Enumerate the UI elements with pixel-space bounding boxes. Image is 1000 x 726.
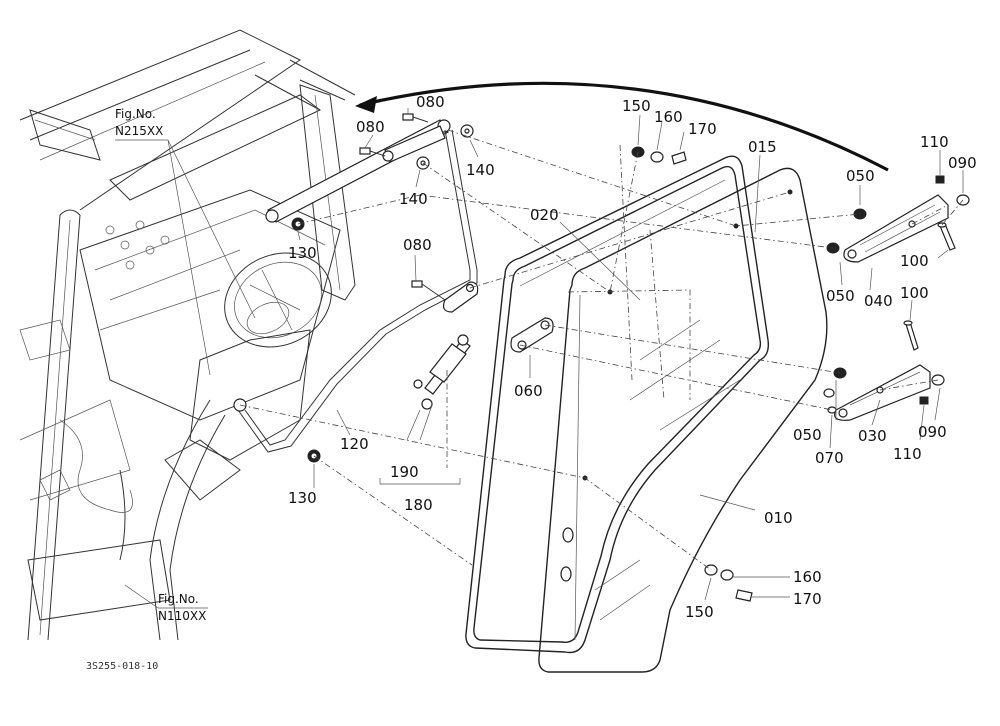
hinge-030 <box>834 364 931 421</box>
fasteners-top <box>631 146 687 165</box>
callout-110-top: 110 <box>920 133 949 151</box>
rod-120 <box>233 129 478 453</box>
callout-080-b: 080 <box>356 118 385 136</box>
ref-fig-number-1: N215XX <box>115 124 163 138</box>
callout-100-top: 100 <box>900 252 929 270</box>
callout-labels: 080 080 080 140 140 130 130 120 190 180 … <box>288 93 977 621</box>
callout-010: 010 <box>764 509 793 527</box>
callout-080-a: 080 <box>416 93 445 111</box>
nut-110-top <box>935 175 945 184</box>
callout-130-a: 130 <box>288 244 317 262</box>
ref-fig-label-1: Fig.No. <box>115 107 156 121</box>
callout-050-b: 050 <box>826 287 855 305</box>
ref-fig-label-2: Fig.No. <box>158 592 199 606</box>
callout-040: 040 <box>864 292 893 310</box>
callout-030: 030 <box>858 427 887 445</box>
link-plate-080 <box>442 281 479 313</box>
leader-lines <box>297 108 964 601</box>
bolt-080-a <box>402 113 429 123</box>
callout-110-bottom: 110 <box>893 445 922 463</box>
callout-015: 015 <box>748 138 777 156</box>
pin-100-bottom <box>903 320 919 351</box>
callout-090-top: 090 <box>948 154 977 172</box>
callout-180: 180 <box>404 496 433 514</box>
callout-090-bottom: 090 <box>918 423 947 441</box>
drawing-code: 3S255-018-10 <box>86 661 158 672</box>
door-seal-020 <box>465 155 770 654</box>
callout-150-bottom: 150 <box>685 603 714 621</box>
nut-110-bottom <box>919 396 929 405</box>
bracket-060 <box>510 317 554 353</box>
callout-060: 060 <box>514 382 543 400</box>
callout-120: 120 <box>340 435 369 453</box>
callout-100-bottom: 100 <box>900 284 929 302</box>
callout-140-b: 140 <box>399 190 428 208</box>
figure-reference-n215xx: Fig.No. N215XX <box>115 107 256 376</box>
hinge-040 <box>843 194 949 263</box>
callout-190: 190 <box>390 463 419 481</box>
callout-160-bottom: 160 <box>793 568 822 586</box>
callout-140-a: 140 <box>466 161 495 179</box>
figure-reference-n110xx: Fig.No. N110XX <box>124 584 208 623</box>
callout-080-c: 080 <box>403 236 432 254</box>
assembly-lines <box>239 129 964 571</box>
ref-fig-number-2: N110XX <box>158 609 206 623</box>
fasteners-bottom <box>704 564 753 602</box>
gas-strut-190 <box>413 334 471 410</box>
pin-100-top <box>937 222 956 251</box>
callout-160-top: 160 <box>654 108 683 126</box>
washer-070 <box>827 406 837 414</box>
door-glass-010 <box>538 167 828 673</box>
callout-070: 070 <box>815 449 844 467</box>
assembly-arrow <box>355 81 889 172</box>
bolt-080-c <box>411 280 446 301</box>
callout-170-bottom: 170 <box>793 590 822 608</box>
callout-150-top: 150 <box>622 97 651 115</box>
callout-170-top: 170 <box>688 120 717 138</box>
callout-050-c: 050 <box>793 426 822 444</box>
callout-050-a: 050 <box>846 167 875 185</box>
cab-frame <box>19 29 356 641</box>
callout-130-b: 130 <box>288 489 317 507</box>
callout-020: 020 <box>530 206 559 224</box>
upper-link-arm <box>265 119 451 223</box>
